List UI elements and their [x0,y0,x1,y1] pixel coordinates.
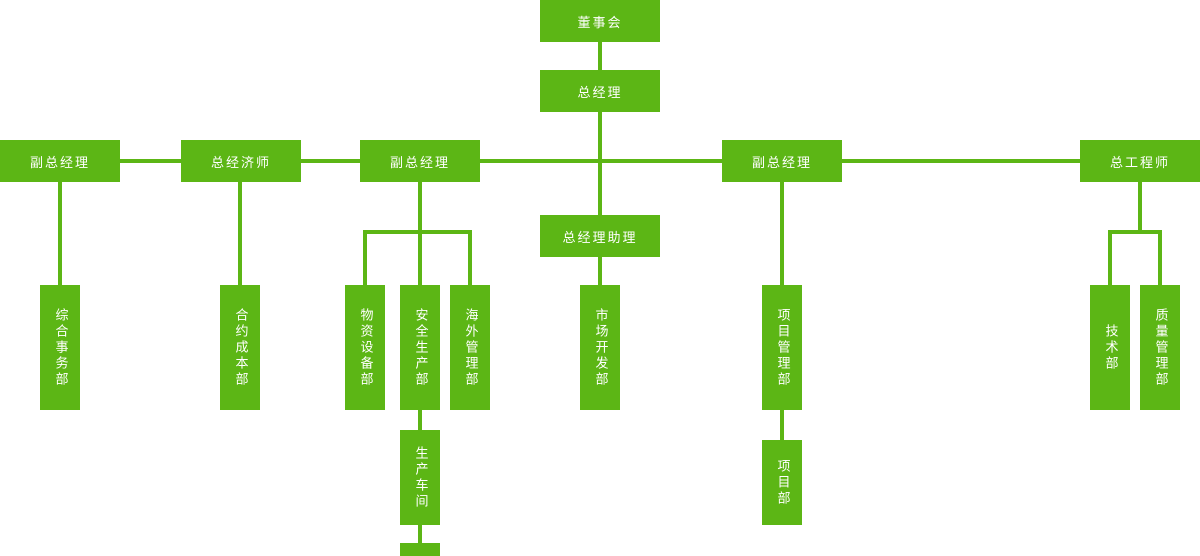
connector-safety-workshop [418,410,422,430]
node-dept-overseas-management: 海外管理部 [450,285,490,410]
connector-bracket-materials [363,230,367,285]
connector-gm-assistant [598,112,602,215]
node-chief-economist: 总经济师 [181,140,301,182]
node-dept-project-management: 项目管理部 [762,285,802,410]
connector-bracket-safety [418,230,422,285]
connector-deputyleft-dept [58,182,62,285]
node-dept-quality-management: 质量管理部 [1140,285,1180,410]
connector-bracket-quality [1158,230,1162,285]
connector-workshop-bottom [418,525,422,543]
bracket-deputymid [363,230,472,234]
connector-deputymid-bracket [418,182,422,230]
connector-projectmgmt-projectdept [780,410,784,440]
node-dept-technology: 技术部 [1090,285,1130,410]
node-bottom-cutoff [400,543,440,556]
connector-engineer-bracket [1138,182,1142,230]
node-general-manager: 总经理 [540,70,660,112]
connector-assistant-market [598,257,602,285]
connector-bracket-technology [1108,230,1112,285]
node-deputy-gm-mid: 副总经理 [360,140,480,182]
node-dept-contract-cost: 合约成本部 [220,285,260,410]
node-production-workshop: 生产车间 [400,430,440,525]
node-deputy-gm-right: 副总经理 [722,140,842,182]
node-board-of-directors: 董事会 [540,0,660,42]
node-gm-assistant: 总经理助理 [540,215,660,257]
connector-economist-dept [238,182,242,285]
connector-bracket-overseas [468,230,472,285]
node-chief-engineer: 总工程师 [1080,140,1200,182]
node-project-department: 项目部 [762,440,802,525]
node-dept-market-development: 市场开发部 [580,285,620,410]
node-dept-safety-production: 安全生产部 [400,285,440,410]
connector-management-row [60,159,1140,163]
node-deputy-gm-left: 副总经理 [0,140,120,182]
node-dept-general-affairs: 综合事务部 [40,285,80,410]
connector-board-gm [598,42,602,70]
connector-deputyright-dept [780,182,784,285]
node-dept-materials-equipment: 物资设备部 [345,285,385,410]
bracket-engineer [1108,230,1162,234]
